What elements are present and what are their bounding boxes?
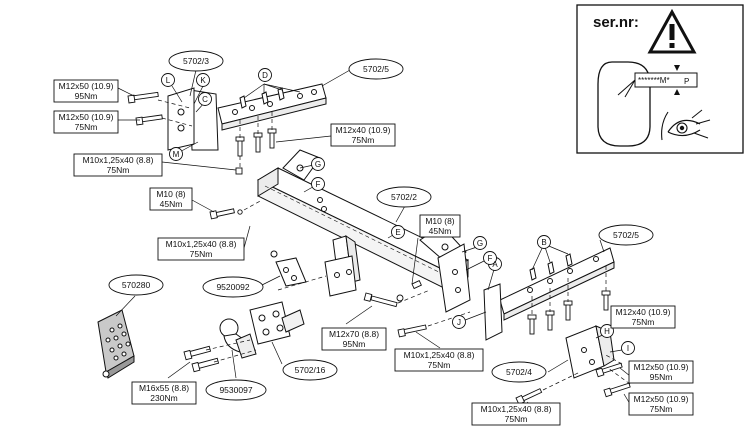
spec-13-torque: 75Nm [505,414,528,424]
serial-plate-letter: P [684,77,689,86]
spec-boxes [53,79,694,426]
callout-b: B [541,238,546,247]
spec-3-bolt: M10x1,25x40 (8.8) [83,155,154,165]
spec-7-bolt: M10 (8) [425,216,454,226]
assembly-guide-lines [157,99,631,391]
spec-3-torque: 75Nm [107,165,130,175]
part-5702-16: 5702/16 [295,365,326,375]
callout-j: J [457,318,461,327]
part-5702-3: 5702/3 [183,56,209,66]
serial-number-panel: ser.nr: *******M* P [576,4,744,154]
callout-h: H [604,327,610,336]
serial-code: *******M* [638,76,670,85]
serial-plate-illustration: *******M* P [597,61,698,147]
socket-plate [270,250,307,287]
spec-14-bolt: M16x55 (8.8) [139,383,189,393]
left-side-bracket [167,83,327,151]
spec-9-bolt: M10x1,25x40 (8.8) [404,350,475,360]
spec-2-torque: 75Nm [75,122,98,132]
spec-11-torque: 95Nm [650,372,673,382]
spec-1-torque: 95Nm [75,91,98,101]
spec-4-bolt: M12x40 (10.9) [336,125,391,135]
callout-f-right: F [488,254,493,263]
warning-triangle-icon [647,8,697,54]
callout-a: A [492,260,498,269]
part-5702-5-left: 5702/5 [363,64,389,74]
spec-text: M12x50 (10.9) 95Nm M12x50 (10.9) 75Nm M1… [59,81,689,424]
part-5702-5-right: 5702/5 [613,230,639,240]
spec-13-bolt: M10x1,25x40 (8.8) [481,404,552,414]
spec-7-torque: 45Nm [429,226,452,236]
callout-d: D [262,71,268,80]
center-hitch-bracket [324,234,361,297]
spec-6-bolt: M10x1,25x40 (8.8) [166,239,237,249]
callout-k: K [200,76,206,85]
spec-9-torque: 75Nm [428,360,451,370]
part-9530097: 9530097 [219,385,252,395]
spec-6-torque: 75Nm [190,249,213,259]
spec-1-bolt: M12x50 (10.9) [59,81,114,91]
spec-14-torque: 230Nm [150,393,177,403]
letter-callout-text: L K C D M G F E B A G F J H I [166,71,629,353]
spec-5-bolt: M10 (8) [156,189,185,199]
spec-10-bolt: M12x40 (10.9) [616,307,671,317]
callout-i: I [627,344,629,353]
part-9520092: 9520092 [216,282,249,292]
callout-c: C [202,95,208,104]
serial-title: ser.nr: [593,14,639,31]
bolts [127,91,631,405]
callout-g-left: G [315,160,321,169]
spec-2-bolt: M12x50 (10.9) [59,112,114,122]
part-5702-4: 5702/4 [506,367,532,377]
tow-ball-assembly [219,301,305,359]
letter-callouts [161,68,635,355]
callout-m: M [173,150,180,159]
part-570280: 570280 [122,280,151,290]
part-5702-2: 5702/2 [391,192,417,202]
spec-12-bolt: M12x50 (10.9) [634,394,689,404]
spec-8-bolt: M12x70 (8.8) [329,329,379,339]
callout-g-right: G [477,239,483,248]
spec-10-torque: 75Nm [632,317,655,327]
eye-icon [661,109,711,141]
spec-4-torque: 75Nm [352,135,375,145]
callout-l: L [166,76,171,85]
part-number-ovals [108,50,654,401]
right-side-bracket [437,243,615,341]
spec-8-torque: 95Nm [343,339,366,349]
callout-e: E [395,228,400,237]
spec-11-bolt: M12x50 (10.9) [634,362,689,372]
spec-5-torque: 45Nm [160,199,183,209]
callout-f-left: F [316,180,321,189]
spec-12-torque: 75Nm [650,404,673,414]
part-number-text: 5702/3 5702/5 5702/2 5702/5 570280 95200… [122,56,639,395]
electrical-socket [97,309,135,379]
